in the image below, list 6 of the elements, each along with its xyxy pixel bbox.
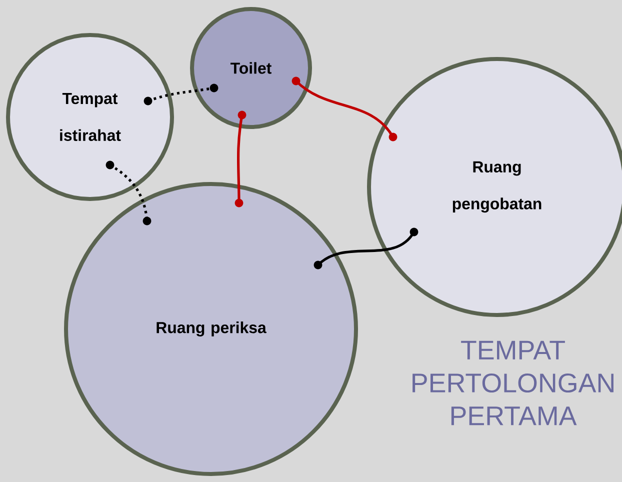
connector (234, 110, 246, 208)
connector (314, 228, 418, 270)
connector (106, 160, 152, 226)
connector (292, 76, 398, 142)
title: TEMPAT PERTOLONGAN PERTAMA (412, 340, 614, 426)
connector (144, 84, 218, 106)
